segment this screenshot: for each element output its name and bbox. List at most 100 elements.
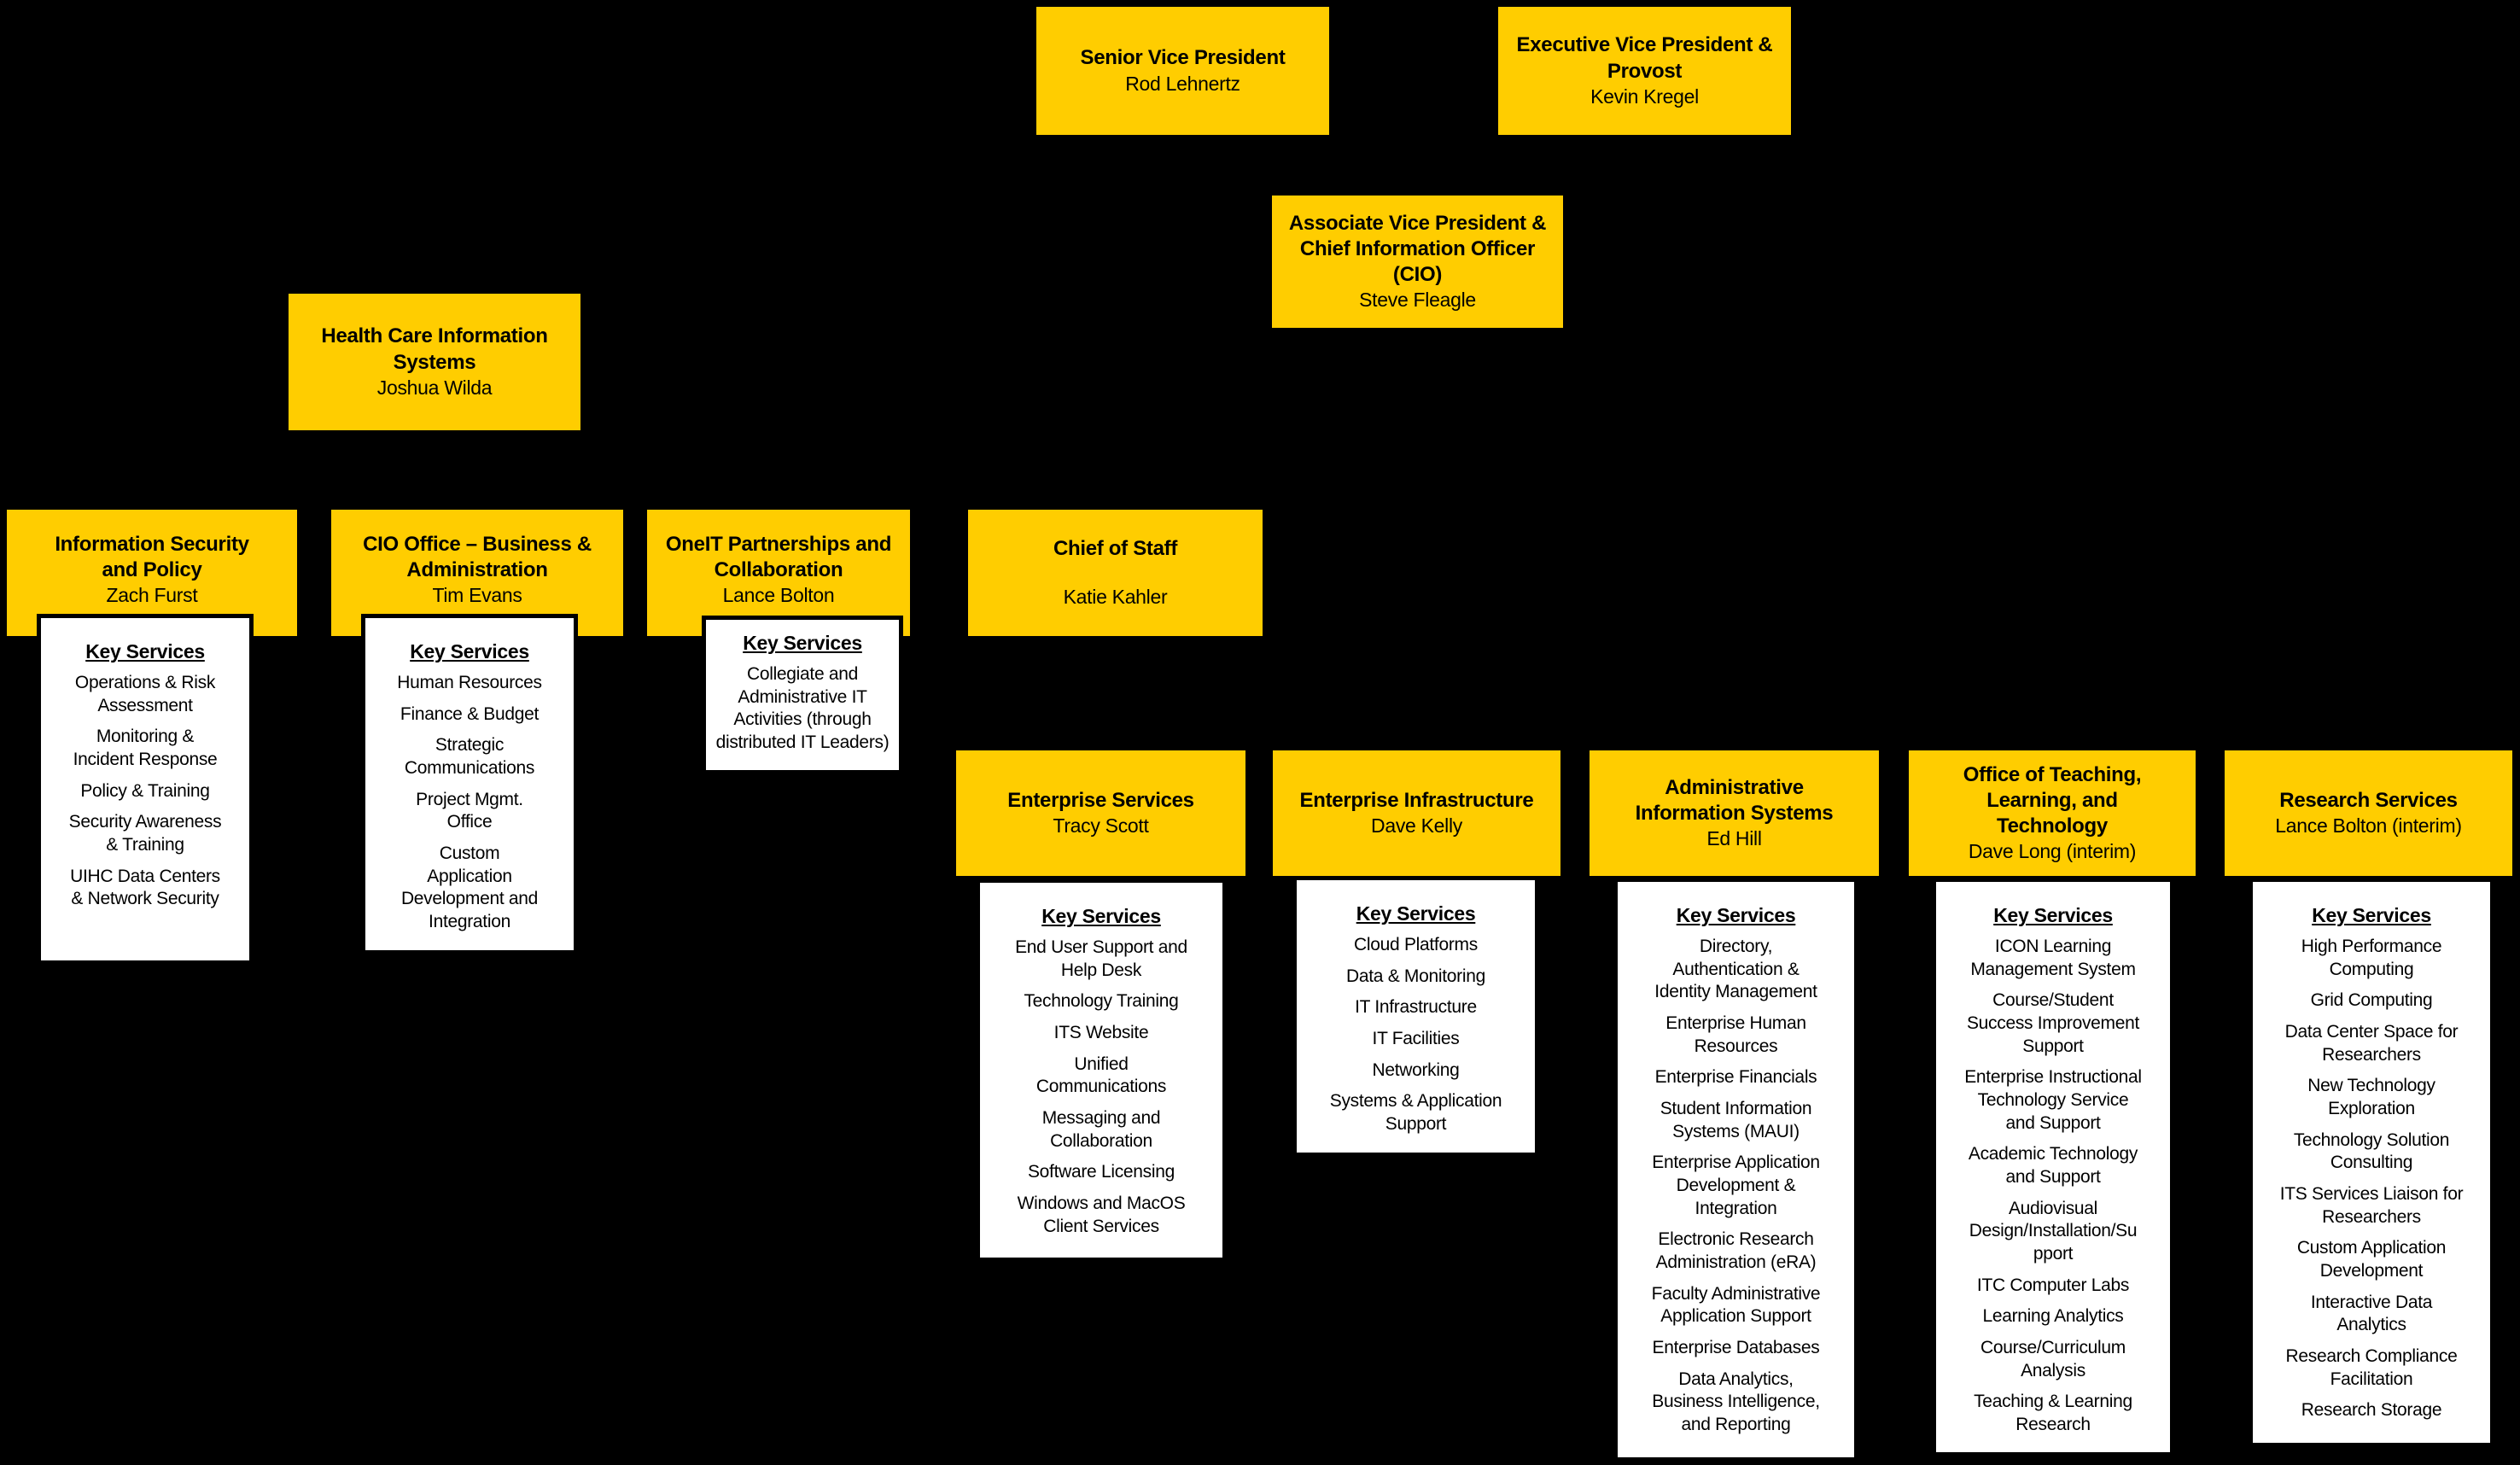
- service-item: Software Licensing: [1027, 1162, 1175, 1182]
- key-services-admin-info-systems: Key Services Directory, Authentication &…: [1613, 878, 1858, 1462]
- org-box-admin-info-systems: Administrative Information Systems Ed Hi…: [1590, 750, 1879, 876]
- service-item: Data Analytics, Business Intelligence, a…: [1652, 1369, 1820, 1434]
- person-name: Rod Lehnertz: [1125, 72, 1240, 95]
- service-item: Course/Curriculum Analysis: [1980, 1337, 2126, 1380]
- person-name: Lance Bolton: [722, 584, 835, 607]
- service-item: Project Mgmt. Office: [416, 789, 523, 832]
- org-box-health-care-info-systems: Health Care Information Systems Joshua W…: [289, 294, 580, 430]
- key-services-heading: Key Services: [1356, 902, 1476, 925]
- unit-title: Enterprise Services: [1007, 788, 1194, 812]
- service-list: Directory, Authentication & Identity Man…: [1623, 936, 1849, 1436]
- unit-title: Chief of Staff: [1053, 537, 1178, 561]
- service-item: Interactive Data Analytics: [2310, 1292, 2433, 1335]
- unit-title: Administrative Information Systems: [1635, 775, 1834, 826]
- service-item: Finance & Budget: [400, 703, 540, 724]
- service-item: ITS Website: [1053, 1022, 1149, 1042]
- service-item: Networking: [1372, 1059, 1460, 1080]
- key-services-enterprise-services: Key Services End User Support and Help D…: [976, 878, 1227, 1262]
- service-item: Unified Communications: [1035, 1054, 1167, 1097]
- service-item: Research Compliance Facilitation: [2285, 1345, 2458, 1389]
- service-item: Grid Computing: [2310, 990, 2433, 1011]
- service-item: Enterprise Instructional Technology Serv…: [1964, 1067, 2142, 1133]
- person-name: Dave Long (interim): [1968, 840, 2137, 863]
- service-item: Cloud Platforms: [1354, 935, 1478, 954]
- key-services-heading: Key Services: [743, 632, 862, 654]
- service-item: Custom Application Development and Integ…: [400, 843, 539, 931]
- org-box-oneit-partnerships: OneIT Partnerships and Collaboration Lan…: [647, 510, 910, 636]
- service-item: Messaging and Collaboration: [1041, 1107, 1161, 1151]
- service-item: Enterprise Application Development & Int…: [1652, 1153, 1820, 1218]
- service-item: ICON Learning Management System: [1970, 937, 2136, 979]
- org-box-chief-of-staff: Chief of Staff Katie Kahler: [968, 510, 1263, 636]
- key-services-heading: Key Services: [1993, 904, 2113, 926]
- service-item: Learning Analytics: [1982, 1306, 2124, 1327]
- unit-title: Executive Vice President & Provost: [1516, 33, 1773, 83]
- key-services-heading: Key Services: [410, 640, 529, 662]
- service-item: Strategic Communications: [404, 735, 535, 778]
- unit-title: Enterprise Infrastructure: [1299, 788, 1534, 812]
- person-name: Kevin Kregel: [1590, 85, 1699, 108]
- unit-title: Information Security and Policy: [55, 533, 249, 582]
- service-item: Academic Technology and Support: [1968, 1144, 2138, 1187]
- key-services-heading: Key Services: [2312, 904, 2431, 926]
- service-item: Teaching & Learning Research: [1974, 1392, 2132, 1434]
- service-item: Research Storage: [2301, 1400, 2442, 1421]
- service-item: Enterprise Financials: [1654, 1067, 1817, 1088]
- service-item: ITC Computer Labs: [1976, 1275, 2130, 1295]
- unit-title: Senior Vice President: [1080, 46, 1286, 70]
- org-box-office-teaching-learning-tech: Office of Teaching, Learning, and Techno…: [1909, 750, 2196, 876]
- service-item: Collegiate and Administrative IT Activit…: [715, 664, 890, 752]
- person-name: Joshua Wilda: [376, 376, 493, 399]
- service-item: Audiovisual Design/Installation/Su pport: [1969, 1198, 2138, 1264]
- person-name: Steve Fleagle: [1359, 289, 1476, 312]
- service-item: ITS Services Liaison for Researchers: [2279, 1183, 2464, 1227]
- person-name: Dave Kelly: [1371, 814, 1462, 838]
- service-item: Student Information Systems (MAUI): [1660, 1098, 1812, 1141]
- service-item: Security Awareness & Training: [68, 812, 222, 855]
- service-item: Systems & Application Support: [1329, 1091, 1502, 1134]
- service-item: Technology Training: [1024, 991, 1179, 1012]
- service-item: Enterprise Databases: [1652, 1337, 1820, 1357]
- service-item: Windows and MacOS Client Services: [1017, 1193, 1186, 1236]
- org-box-enterprise-infrastructure: Enterprise Infrastructure Dave Kelly: [1273, 750, 1560, 876]
- org-box-avp-cio: Associate Vice President & Chief Informa…: [1272, 196, 1563, 328]
- service-item: Data & Monitoring: [1346, 966, 1485, 986]
- person-name: Zach Furst: [106, 584, 198, 607]
- org-box-enterprise-services: Enterprise Services Tracy Scott: [956, 750, 1245, 876]
- key-services-heading: Key Services: [1041, 905, 1161, 927]
- service-item: Electronic Research Administration (eRA): [1655, 1229, 1817, 1272]
- person-name: Katie Kahler: [1063, 585, 1168, 608]
- service-item: Custom Application Development: [2296, 1238, 2447, 1281]
- service-item: High Performance Computing: [2301, 937, 2442, 979]
- service-item: IT Facilities: [1372, 1028, 1460, 1048]
- service-item: IT Infrastructure: [1355, 997, 1477, 1018]
- service-item: Operations & Risk Assessment: [74, 673, 216, 715]
- service-item: Enterprise Human Resources: [1665, 1013, 1806, 1056]
- service-item: End User Support and Help Desk: [1015, 937, 1187, 980]
- key-services-office-teaching-learning-tech: Key Services ICON Learning Management Sy…: [1932, 878, 2174, 1456]
- service-item: Faculty Administrative Application Suppo…: [1651, 1283, 1821, 1327]
- person-name: Tracy Scott: [1053, 814, 1149, 838]
- person-name: Tim Evans: [432, 584, 522, 607]
- key-services-info-security-policy: Key Services Operations & Risk Assessmen…: [37, 614, 254, 965]
- service-item: UIHC Data Centers & Network Security: [70, 866, 220, 909]
- unit-title: Research Services: [2279, 788, 2458, 812]
- unit-title: Office of Teaching, Learning, and Techno…: [1963, 762, 2142, 838]
- org-box-senior-vp: Senior Vice President Rod Lehnertz: [1036, 7, 1329, 135]
- org-box-exec-vp-provost: Executive Vice President & Provost Kevin…: [1498, 7, 1791, 135]
- service-item: Course/Student Success Improvement Suppo…: [1966, 990, 2140, 1056]
- person-name: Lance Bolton (interim): [2275, 814, 2462, 838]
- service-item: Policy & Training: [80, 780, 210, 801]
- unit-title: CIO Office – Business & Administration: [363, 533, 592, 582]
- service-item: Human Resources: [397, 673, 542, 692]
